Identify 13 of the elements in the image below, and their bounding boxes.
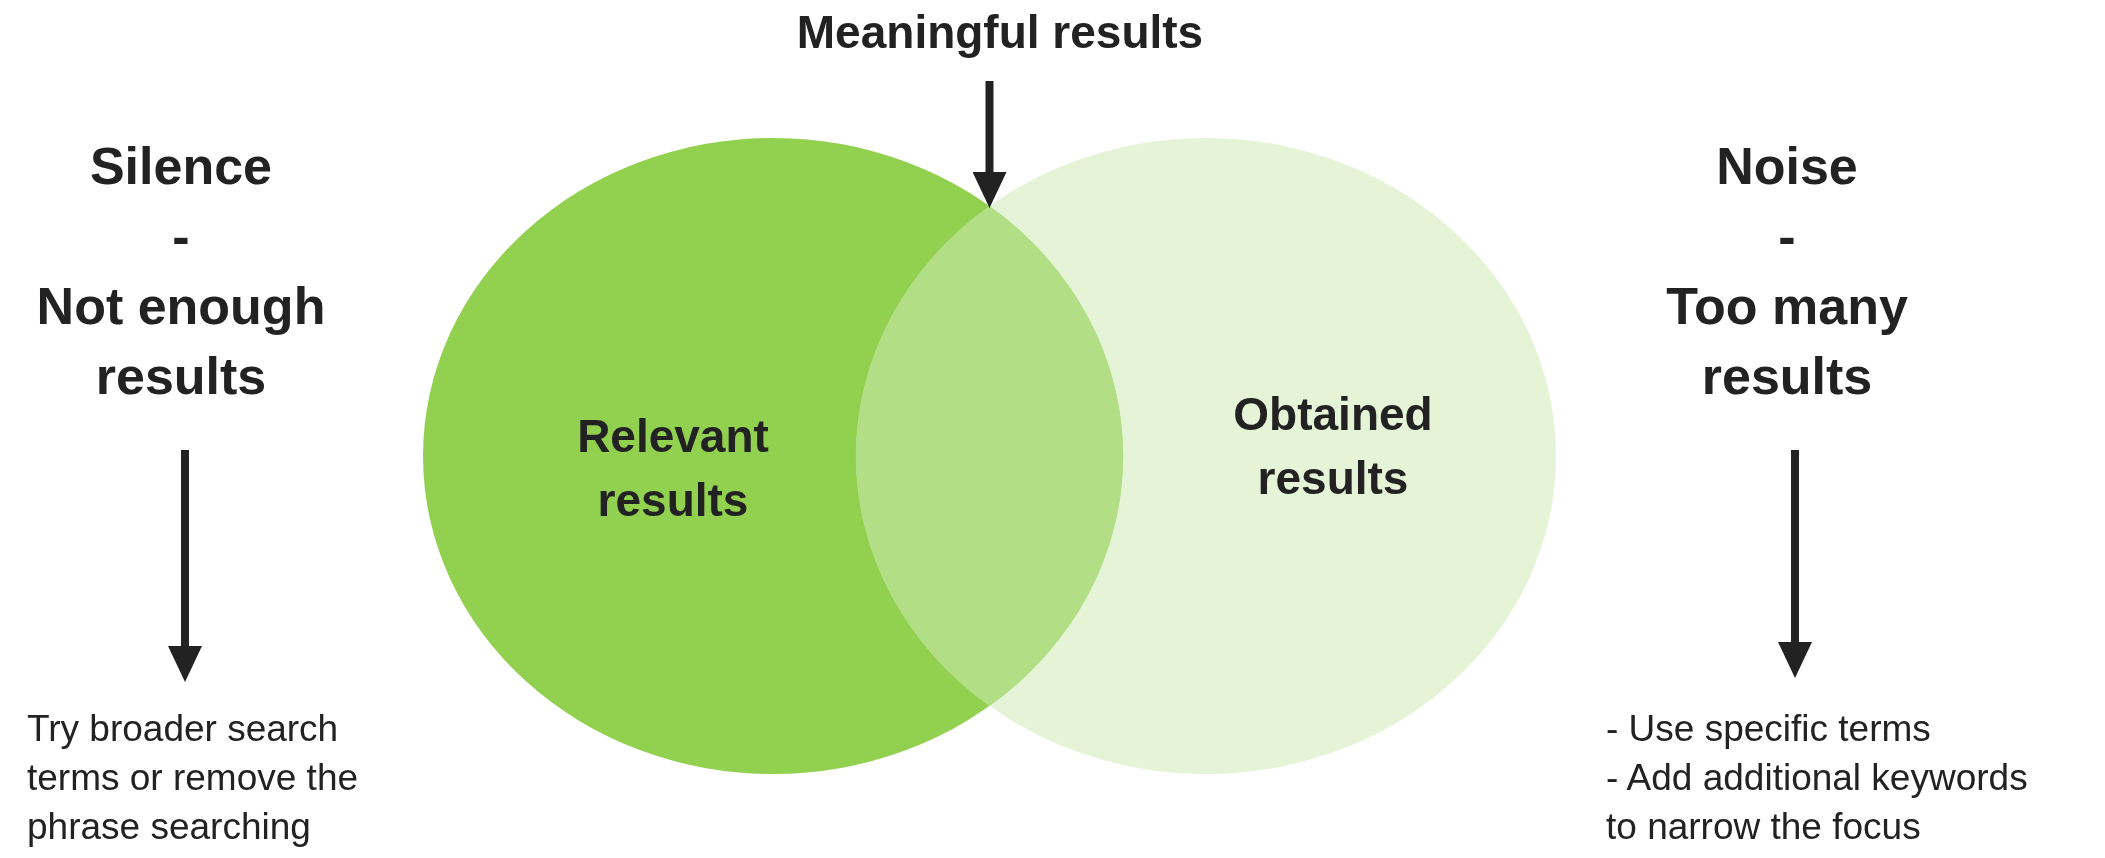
heading-text: Noise <box>1715 136 1859 197</box>
overlap-region <box>856 206 1123 706</box>
tip-text: - Add additional keywords to narrow the focus <box>1606 756 2029 849</box>
subheading-text: Not enough results <box>35 276 327 407</box>
separator-dash: - <box>1777 206 1797 267</box>
circle-label: Obtained results <box>1232 387 1434 506</box>
heading-text: Silence <box>88 136 274 197</box>
tip-text: Try broader search terms or remove the phrase searching <box>27 707 360 849</box>
heading-text: Meaningful results <box>795 5 1205 60</box>
separator-dash: - <box>171 206 191 267</box>
circle-label: Relevant results <box>576 409 770 528</box>
tip-text: - Use specific terms <box>1606 707 1932 751</box>
subheading-text: Too many results <box>1665 276 1909 407</box>
